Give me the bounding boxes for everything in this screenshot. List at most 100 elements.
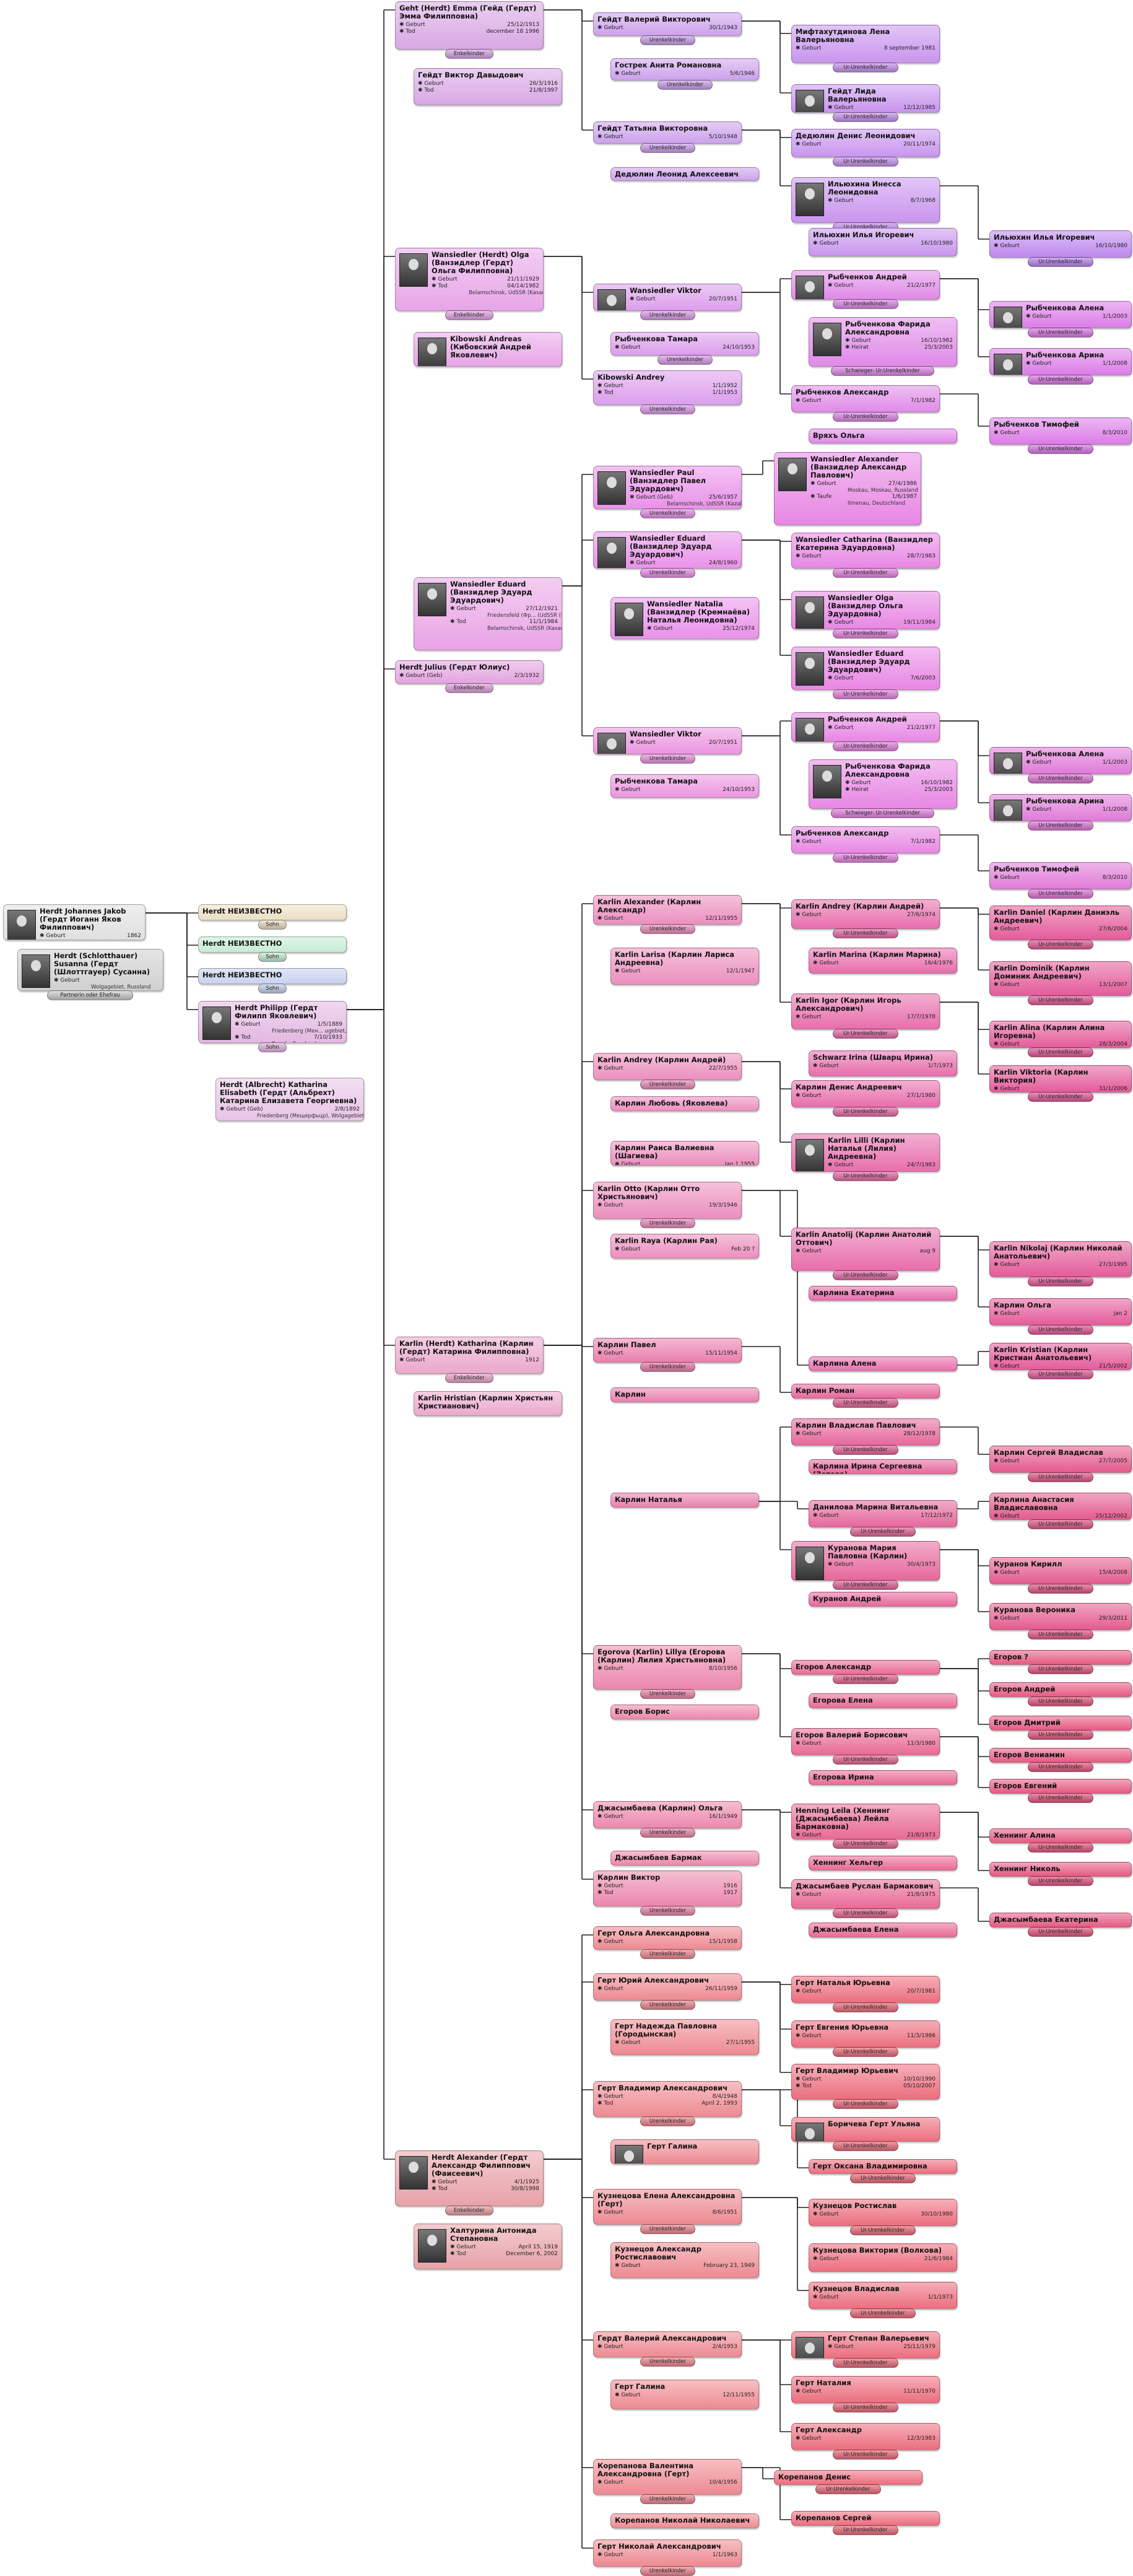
person-card-u20[interactable]: Кузнецова Елена Александровна (Герт)✱ Ge…: [593, 2189, 742, 2225]
person-card-b24[interactable]: Хеннинг Алина: [989, 1828, 1132, 1843]
person-card-a1[interactable]: Мифтахутдинова Лена Валерьяновна✱ Geburt…: [791, 25, 940, 63]
person-card-b19[interactable]: Егоров ?: [989, 1650, 1132, 1665]
person-card-s2[interactable]: Herdt НЕИЗВЕСТНО: [198, 937, 347, 953]
person-card-a30[interactable]: Боричева Герт Ульяна: [791, 2117, 940, 2142]
person-card-s1[interactable]: Herdt НЕИЗВЕСТНО: [198, 904, 347, 920]
person-card-b8[interactable]: Karlin Daniel (Карлин Даниэль Андреевич)…: [989, 906, 1132, 940]
person-card-g4s[interactable]: Karlin Hristian (Карлин Христьян Христиа…: [414, 1391, 562, 1416]
person-card-b12[interactable]: Karlin Nikolaj (Карлин Николай Анатольев…: [989, 1241, 1132, 1277]
person-card-a24s[interactable]: Егорова Ирина: [809, 1770, 957, 1785]
person-card-a9[interactable]: Wansiedler Olga (Ванзидлер Ольга Эдуардо…: [791, 591, 940, 629]
person-card-a17[interactable]: Karlin Anatolij (Карлин Анатолий Оттович…: [791, 1228, 940, 1271]
person-card-a19[interactable]: Карлин Роман: [791, 1384, 940, 1399]
person-card-b26[interactable]: Джасымбаева Екатерина: [989, 1913, 1132, 1928]
person-card-p1[interactable]: Herdt Johannes Jakob (Гердт Иоганн Яков …: [3, 904, 145, 940]
person-card-u14[interactable]: Egorova (Karlin) Lillya (Егорова (Карлин…: [593, 1645, 742, 1690]
person-card-g2[interactable]: Wansiedler (Herdt) Olga (Ванзидлер (Герд…: [395, 248, 544, 311]
person-card-g3h[interactable]: Herdt Julius (Гердт Юлиус)✱ Geburt (Geb)…: [395, 660, 544, 684]
person-card-p2[interactable]: Herdt (Schlotthauer) Susanna (Гердт (Шло…: [17, 949, 163, 991]
person-card-b9[interactable]: Karlin Dominik (Карлин Доминик Андреевич…: [989, 961, 1132, 996]
person-card-u22[interactable]: Корепанова Валентина Александровна (Герт…: [593, 2459, 742, 2495]
person-card-u9s[interactable]: Карлин Любовь (Яковлева): [610, 1096, 759, 1111]
person-card-a20s[interactable]: Карлина Ирина Сергеевна (Зотова): [809, 1459, 957, 1474]
person-card-g4[interactable]: Karlin (Herdt) Katharina (Карлин (Гердт)…: [395, 1337, 544, 1374]
person-card-u14s[interactable]: Егоров Борис: [610, 1705, 759, 1719]
person-card-a22s[interactable]: Куранов Андрей: [809, 1592, 957, 1607]
person-card-g1[interactable]: Geht (Herdt) Emma (Гейд (Гердт) Эмма Фил…: [395, 1, 544, 50]
person-card-b21[interactable]: Егоров Дмитрий: [989, 1716, 1132, 1731]
person-card-a22[interactable]: Куранова Мария Павловна (Карлин)✱ Geburt…: [791, 1541, 940, 1581]
person-card-u5[interactable]: Wansiedler Paul (Ванзидлер Павел Эдуардо…: [593, 466, 742, 509]
person-card-u8s[interactable]: Karlin Larisa (Карлин Лариса Андреевна)✱…: [610, 948, 759, 985]
person-card-a23s[interactable]: Егорова Елена: [809, 1693, 957, 1708]
person-card-b14[interactable]: Karlin Kristian (Карлин Кристиан Анатоль…: [989, 1343, 1132, 1370]
person-card-u22s[interactable]: Корепанов Николай Николаевич: [610, 2513, 759, 2528]
person-card-a17s[interactable]: Карлина Екатерина: [809, 1286, 957, 1301]
person-card-a38[interactable]: Корепанов Сергей: [791, 2511, 940, 2526]
person-card-u15s[interactable]: Джасымбаев Бармак: [610, 1851, 759, 1866]
person-card-u2s[interactable]: Дедюлин Леонид Алексеевич: [610, 167, 759, 181]
person-card-a37[interactable]: Корепанов Денис: [774, 2470, 922, 2485]
person-card-u18s[interactable]: Герт Надежда Павловна (Городынская)✱ Geb…: [610, 2019, 759, 2055]
person-card-a23[interactable]: Егоров Александр: [791, 1660, 940, 1675]
person-card-a26s[interactable]: Джасымбаева Елена: [809, 1923, 957, 1937]
person-card-u20s[interactable]: Кузнецов Александр Ростиславович✱ Geburt…: [610, 2242, 759, 2278]
person-card-b10[interactable]: Karlin Alina (Карлин Алина Игоревна)✱ Ge…: [989, 1021, 1132, 1048]
person-card-a8[interactable]: Wansiedler Catharina (Ванзидлер Екатерин…: [791, 533, 940, 569]
person-card-u12[interactable]: Карлин: [610, 1387, 759, 1402]
person-card-a25[interactable]: Henning Leila (Хеннинг (Джасымбаева) Лей…: [791, 1804, 940, 1840]
person-card-b23[interactable]: Егоров Евгений: [989, 1779, 1132, 1794]
person-card-u10[interactable]: Karlin Otto (Карлин Отто Христьянович)✱ …: [593, 1182, 742, 1219]
person-card-b11[interactable]: Karlin Viktoria (Карлин Виктория)✱ Gebur…: [989, 1065, 1132, 1093]
